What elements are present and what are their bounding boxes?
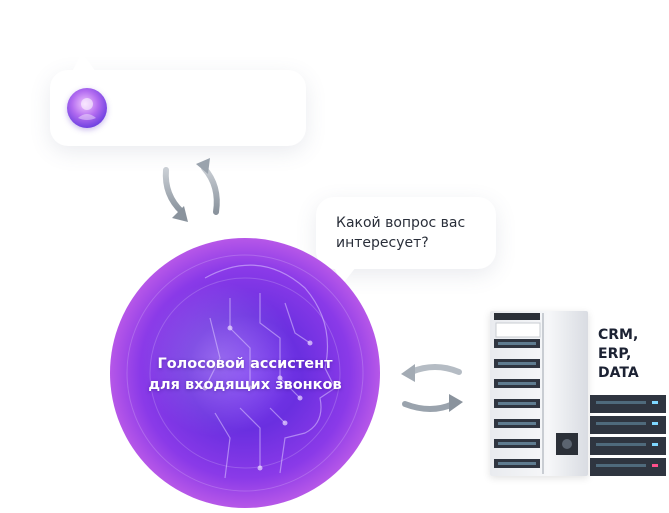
integrations-data: DATA xyxy=(598,365,639,381)
question-text: Какой вопрос вас интересует? xyxy=(336,215,466,251)
question-bubble: Какой вопрос вас интересует? xyxy=(316,197,496,285)
assistant-label: Голосовой ассистент для входящих звонков xyxy=(110,354,380,396)
assistant-label-line1: Голосовой ассистент xyxy=(157,356,333,372)
server-rack xyxy=(490,311,588,476)
integrations-label: CRM, ERP, DATA xyxy=(598,326,668,383)
exchange-arrows-icon xyxy=(401,364,463,412)
server-stack-icon xyxy=(590,395,666,476)
ai-head-circuit-icon xyxy=(126,254,364,492)
assistant-label-line2: для входящих звонков xyxy=(148,377,342,393)
sync-arrows-icon xyxy=(162,158,220,222)
integrations-crm: CRM, xyxy=(598,327,639,343)
ai-assistant-sphere: Голосовой ассистент для входящих звонков xyxy=(110,238,380,508)
chat-card xyxy=(50,52,306,146)
integrations-erp: ERP, xyxy=(598,346,632,362)
assistant-avatar-icon xyxy=(67,88,107,128)
